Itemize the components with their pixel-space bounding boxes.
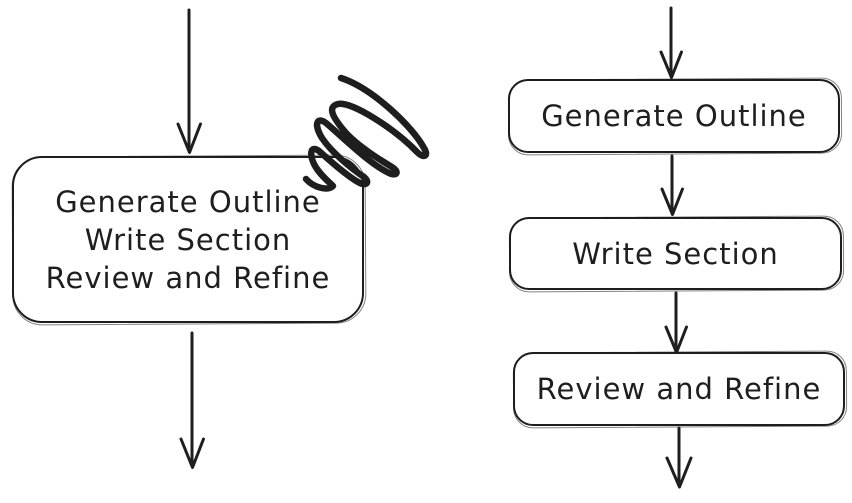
down-arrow-icon <box>179 331 205 469</box>
flow-box-review-refine: Review and Refine <box>513 352 845 426</box>
box-label: Write Section <box>572 236 779 271</box>
box-label: Review and Refine <box>536 372 822 406</box>
down-arrow-icon <box>176 8 202 154</box>
down-arrow-icon <box>664 291 688 354</box>
down-arrow-icon <box>660 154 684 216</box>
box-line-generate-outline: Generate Outline <box>55 184 321 219</box>
box-line-review-refine: Review and Refine <box>45 260 331 295</box>
flow-box-write-section: Write Section <box>509 217 842 290</box>
box-line-write-section: Write Section <box>84 222 292 257</box>
box-label: Generate Outline <box>541 99 807 133</box>
down-arrow-icon <box>665 426 693 489</box>
flow-box-generate-outline: Generate Outline <box>508 79 840 153</box>
down-arrow-icon <box>659 6 683 79</box>
flow-box-combined: Generate Outline Write Section Review an… <box>12 156 364 323</box>
